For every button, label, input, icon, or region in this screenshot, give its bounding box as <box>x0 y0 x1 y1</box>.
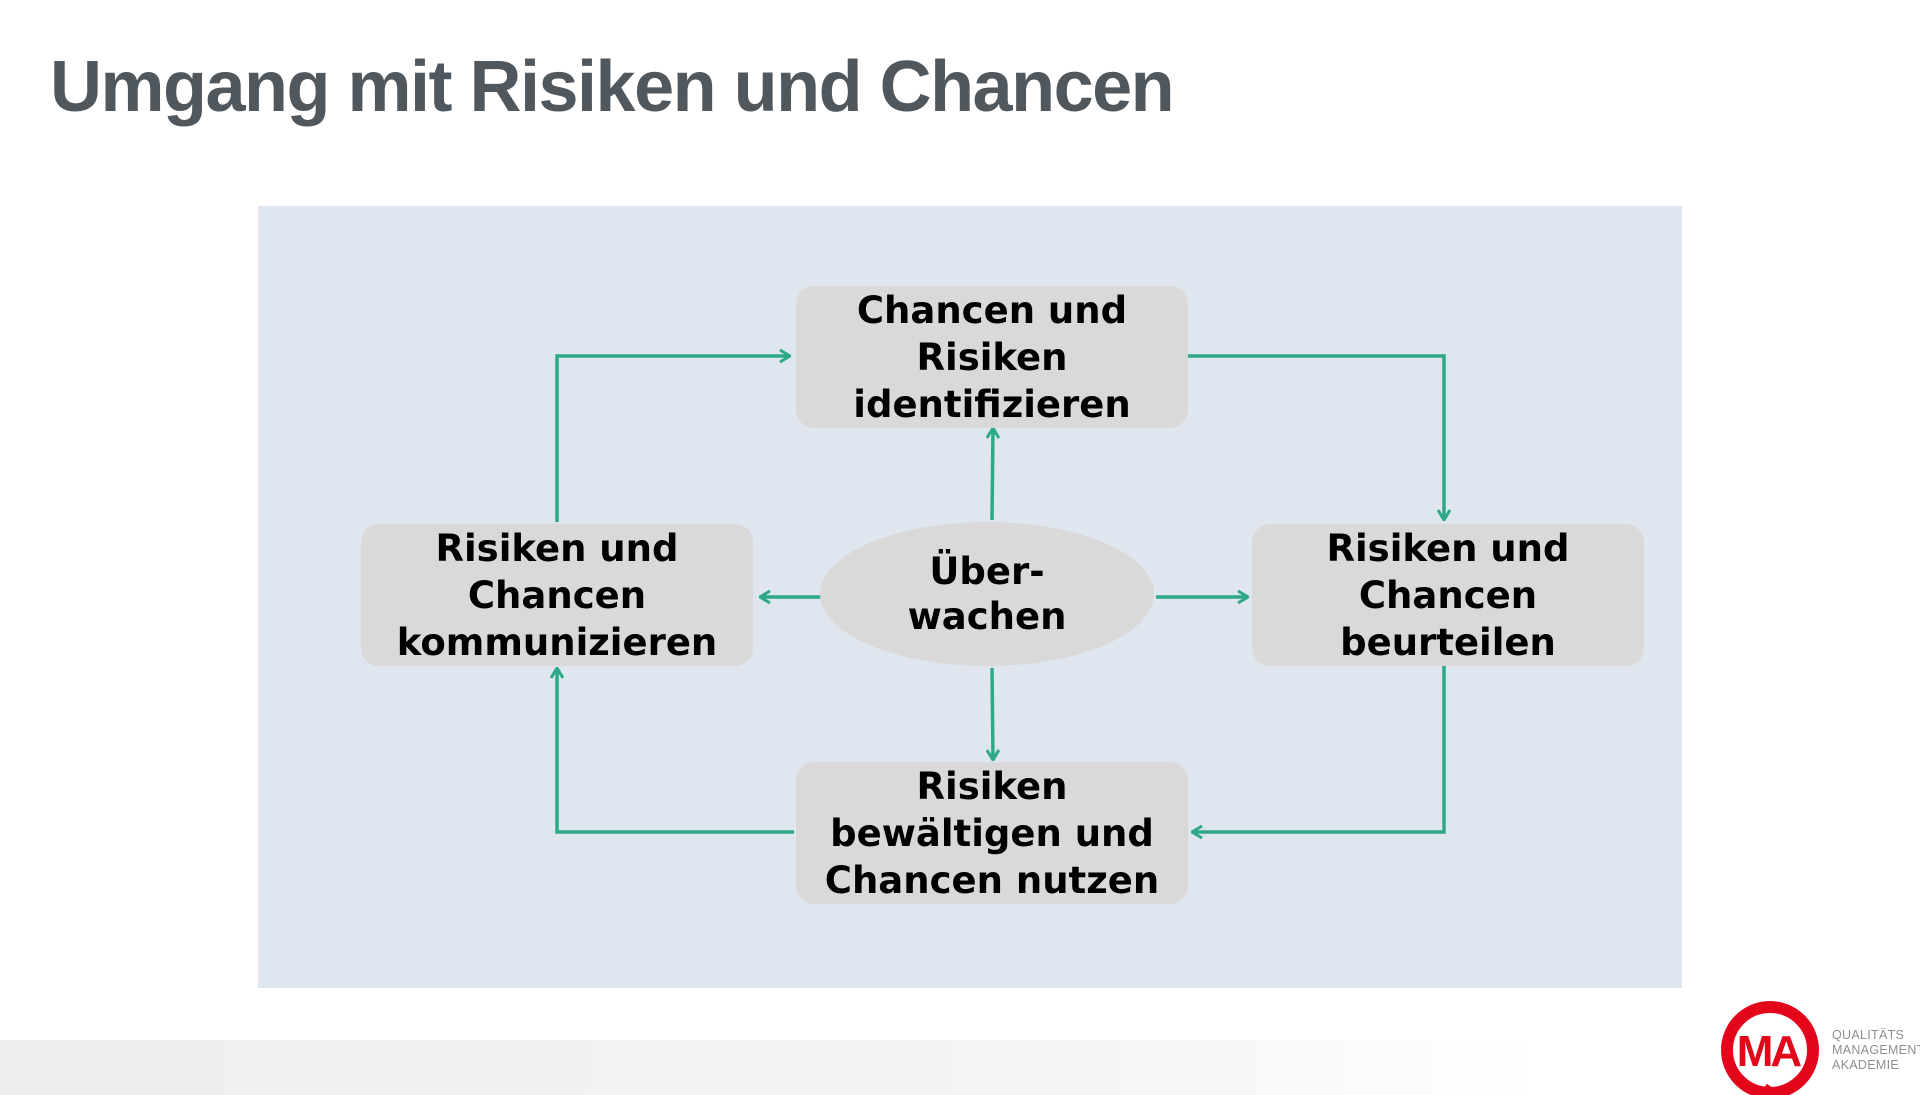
node-communicate: Risiken und Chancen kommunizieren <box>361 524 753 666</box>
connector-arrows <box>258 206 1682 988</box>
logo-mark-text: MA <box>1737 1027 1802 1076</box>
process-diagram: Chancen und Risiken identifizieren Risik… <box>258 206 1682 988</box>
node-address: Risiken bewältigen und Chancen nutzen <box>796 762 1188 904</box>
arrow-address-to-communicate <box>557 668 794 834</box>
arrow-assess-to-address <box>1192 666 1446 832</box>
arrow-communicate-to-identify <box>555 356 790 522</box>
logo-line-3: AKADEMIE <box>1832 1058 1899 1072</box>
logo-line-1: QUALITÄTS <box>1832 1028 1905 1042</box>
arrow-monitor-to-address <box>992 667 993 760</box>
footer-band <box>0 1040 1920 1095</box>
arrow-identify-to-assess <box>1188 354 1444 520</box>
logo-wordmark: QUALITÄTS MANAGEMENT AKADEMIE <box>1832 1028 1920 1073</box>
arrow-monitor-to-identify <box>992 428 993 521</box>
node-identify: Chancen und Risiken identifizieren <box>796 286 1188 428</box>
node-monitor: Über- wachen <box>820 522 1154 666</box>
qma-logo-icon: MA <box>1721 1001 1819 1095</box>
company-logo: MA QUALITÄTS MANAGEMENT AKADEMIE <box>1718 998 1920 1095</box>
slide-title: Umgang mit Risiken und Chancen <box>50 47 1175 127</box>
logo-line-2: MANAGEMENT <box>1832 1043 1920 1057</box>
node-assess: Risiken und Chancen beurteilen <box>1252 524 1644 666</box>
